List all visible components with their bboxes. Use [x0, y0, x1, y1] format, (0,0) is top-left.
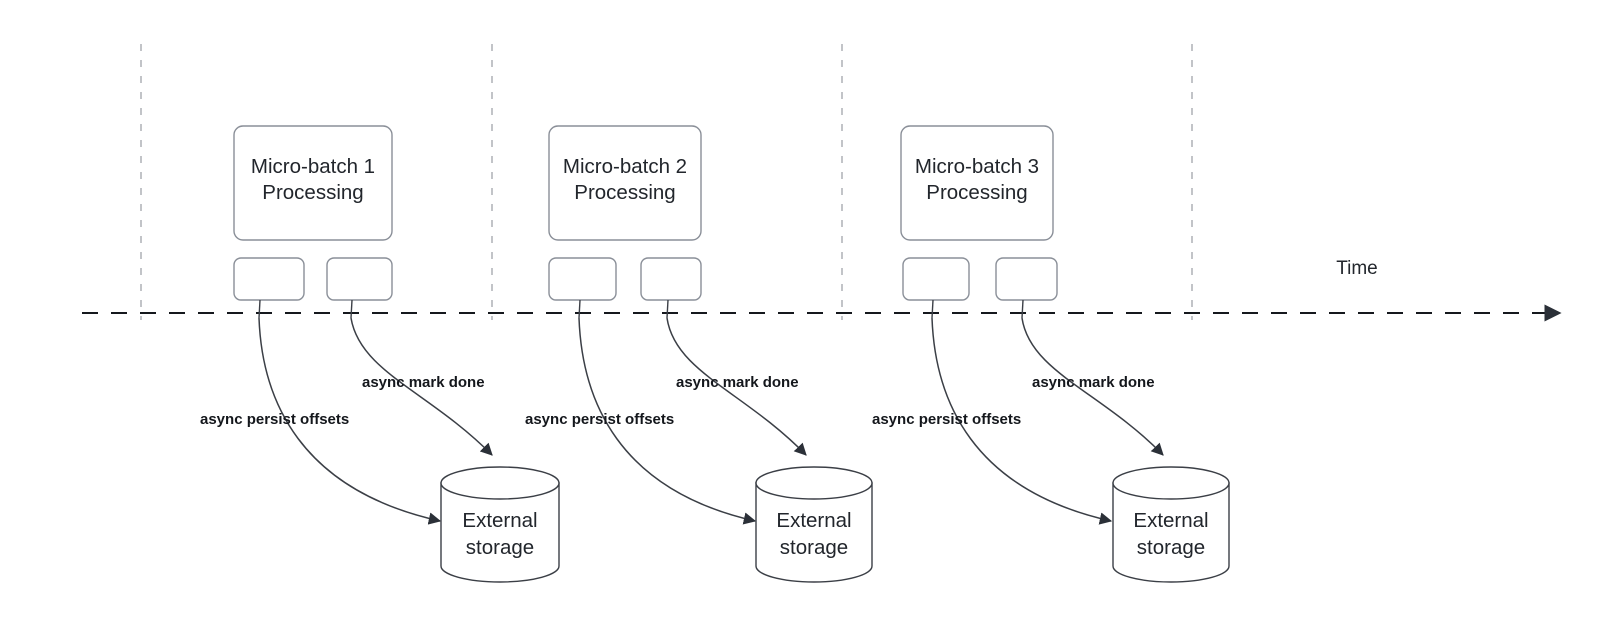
task-box-3b[interactable] [995, 257, 1058, 301]
task-1b-stub [350, 299, 353, 319]
edge-label-persist-offsets-1: async persist offsets [200, 411, 349, 428]
task-3a-stub [931, 299, 934, 319]
micro-batch-1-label-line1: Micro-batch 1 [251, 155, 375, 178]
edge-label-mark-done-2: async mark done [676, 374, 799, 391]
edge-label-persist-offsets-3: async persist offsets [872, 411, 1021, 428]
micro-batch-2-box[interactable] [548, 125, 702, 241]
edge-mark-done-1 [350, 317, 493, 456]
edge-mark-done-2 [666, 317, 807, 456]
external-storage-3-label-line1: External [1133, 509, 1208, 532]
external-storage-2[interactable] [755, 466, 873, 583]
group-3: Micro-batch 3 Processing async persist o… [872, 125, 1230, 583]
edge-label-mark-done-3: async mark done [1032, 374, 1155, 391]
micro-batch-3-label-line2: Processing [926, 181, 1027, 204]
task-2b-stub [666, 299, 669, 319]
external-storage-3-label-line2: storage [1137, 536, 1205, 559]
task-box-1b[interactable] [326, 257, 393, 301]
group-1: Micro-batch 1 Processing async persist o… [200, 125, 560, 583]
timeline-boundaries [140, 44, 1193, 320]
edge-label-mark-done-1: async mark done [362, 374, 485, 391]
edge-label-persist-offsets-2: async persist offsets [525, 411, 674, 428]
task-box-1a[interactable] [233, 257, 305, 301]
micro-batch-1-label-line2: Processing [262, 181, 363, 204]
external-storage-2-label-line2: storage [780, 536, 848, 559]
task-1a-stub [258, 299, 261, 319]
external-storage-1-label-line2: storage [466, 536, 534, 559]
external-storage-3[interactable] [1112, 466, 1230, 583]
edge-mark-done-3 [1021, 317, 1164, 456]
edge-persist-offsets-3 [931, 317, 1113, 525]
micro-batch-2-label-line1: Micro-batch 2 [563, 155, 687, 178]
edge-persist-offsets-2 [578, 317, 757, 525]
external-storage-1-label-line1: External [462, 509, 537, 532]
micro-batch-1-box[interactable] [233, 125, 393, 241]
group-2: Micro-batch 2 Processing async persist o… [525, 125, 873, 583]
task-box-3a[interactable] [902, 257, 970, 301]
micro-batch-3-label-line1: Micro-batch 3 [915, 155, 1039, 178]
time-axis-label: Time [1336, 258, 1378, 279]
external-storage-2-label-line1: External [776, 509, 851, 532]
micro-batch-2-label-line2: Processing [574, 181, 675, 204]
task-box-2b[interactable] [640, 257, 702, 301]
task-box-2a[interactable] [548, 257, 617, 301]
task-2a-stub [578, 299, 581, 319]
external-storage-1[interactable] [440, 466, 560, 583]
micro-batch-3-box[interactable] [900, 125, 1054, 241]
edge-persist-offsets-1 [258, 317, 442, 525]
task-3b-stub [1021, 299, 1024, 319]
